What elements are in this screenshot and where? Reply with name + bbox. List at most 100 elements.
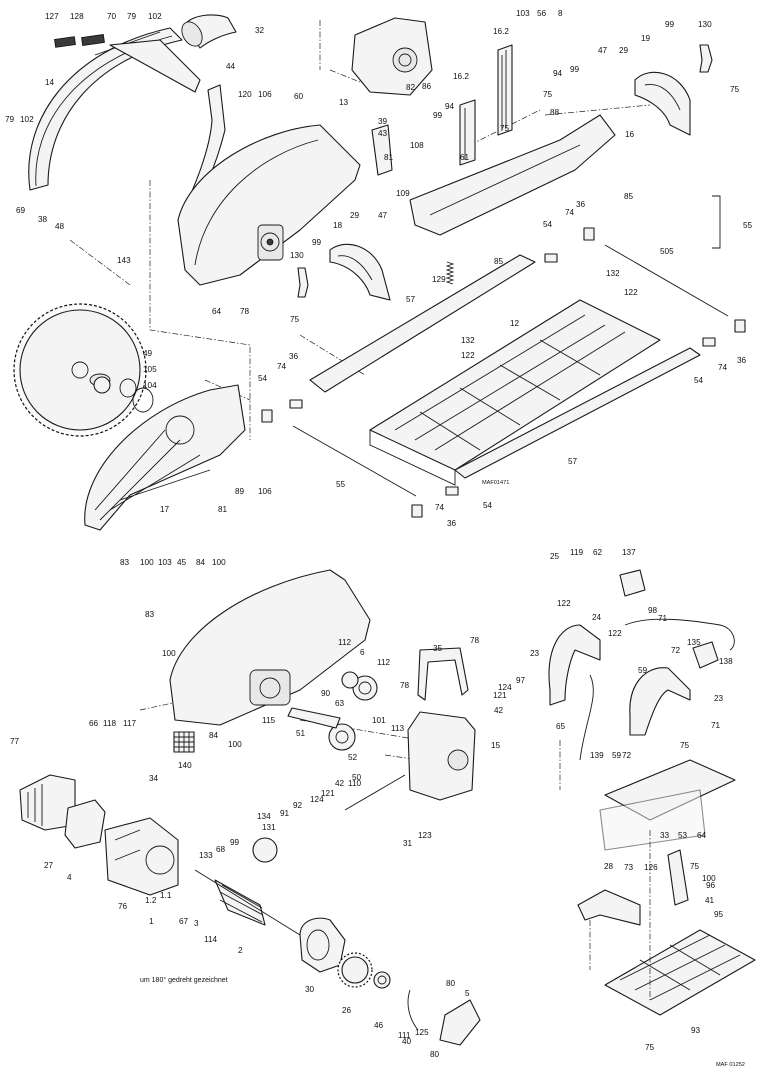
part-number-label: 84 (209, 731, 219, 740)
part-number-label: 74 (435, 503, 445, 512)
part-number-label: 99 (570, 65, 580, 74)
part-number-label: 100 (702, 874, 716, 883)
part-number-label: 125 (415, 1028, 429, 1037)
drawing-ref-upper: MAF01471 (482, 480, 509, 486)
shaft-51 (287, 707, 341, 729)
bracket-36 (583, 227, 595, 241)
part-number-label: 78 (470, 636, 480, 645)
cable-65 (579, 674, 594, 761)
part-number-label: 103 (158, 558, 172, 567)
part-number-label: 134 (257, 812, 271, 821)
part-number-label: 34 (149, 774, 159, 783)
spring-129 (445, 261, 455, 285)
part-number-label: 60 (294, 92, 304, 101)
part-number-label: 55 (743, 221, 753, 230)
part-number-label: 75 (543, 90, 553, 99)
part-number-label: 80 (430, 1050, 440, 1059)
clip-40 (407, 989, 419, 1031)
part-number-label: 90 (321, 689, 331, 698)
sleeve-54 (445, 486, 459, 496)
part-number-label: 105 (143, 365, 157, 374)
part-number-label: 29 (350, 211, 360, 220)
part-number-label: 75 (730, 85, 740, 94)
part-number-label: 23 (714, 694, 724, 703)
part-number-label: 99 (665, 20, 675, 29)
part-number-label: 64 (697, 831, 707, 840)
part-number-label: 54 (258, 374, 268, 383)
part-number-label: 86 (422, 82, 432, 91)
part-number-label: 48 (55, 222, 65, 231)
upper-guard-14 (28, 27, 201, 191)
cable-135 (624, 618, 735, 651)
gear-112 (341, 671, 359, 689)
part-number-label: 505 (660, 247, 674, 256)
part-number-label: 92 (293, 801, 303, 810)
handle-28 (577, 889, 641, 926)
part-number-label: 4 (67, 873, 72, 882)
part-number-label: 89 (235, 487, 245, 496)
part-number-label: 76 (118, 902, 128, 911)
part-number-label: 72 (671, 646, 681, 655)
saw-blade-143 (13, 303, 147, 437)
motor-housing-15 (407, 711, 476, 801)
part-number-label: 111 (398, 1031, 411, 1040)
part-number-label: 1 (149, 917, 154, 926)
part-number-label: 137 (622, 548, 636, 557)
part-number-label: 8 (558, 9, 563, 18)
part-number-label: 79 (127, 12, 137, 21)
bearing-46 (373, 971, 391, 989)
part-number-label: 46 (374, 1021, 384, 1030)
part-number-label: 121 (493, 691, 507, 700)
part-number-label: 65 (556, 722, 566, 731)
part-number-label: 93 (691, 1026, 701, 1035)
part-number-label: 59 (612, 751, 622, 760)
shaft-50 (344, 774, 406, 811)
part-number-label: 41 (705, 896, 715, 905)
part-number-label: 36 (576, 200, 586, 209)
part-number-label: 130 (698, 20, 712, 29)
part-number-label: 74 (277, 362, 287, 371)
part-number-label: 36 (447, 519, 457, 528)
part-number-label: 99 (230, 838, 240, 847)
part-number-label: 26 (342, 1006, 352, 1015)
part-number-label: 83 (145, 610, 155, 619)
flange-49 (93, 376, 111, 394)
part-number-label: 45 (177, 558, 187, 567)
part-number-label: 40 (402, 1037, 412, 1046)
knob-130 (699, 44, 713, 73)
part-number-label: 143 (117, 256, 131, 265)
lower-guard-17 (84, 384, 246, 531)
handle-39 (371, 124, 393, 176)
part-number-label: 30 (305, 985, 315, 994)
part-number-label: 59 (638, 666, 648, 675)
part-number-label: 63 (335, 699, 345, 708)
part-number-label: 18 (333, 221, 343, 230)
part-number-label: 1.2 (145, 896, 157, 905)
part-number-label: 115 (262, 716, 275, 725)
part-number-label: 124 (310, 795, 324, 804)
bracket-36 (411, 504, 423, 518)
label-plates (54, 34, 105, 48)
right-side-assemblies (548, 569, 756, 1016)
part-number-label: 44 (226, 62, 236, 71)
part-number-label: 23 (530, 649, 540, 658)
part-number-label: 42 (494, 706, 504, 715)
part-number-label: 42 (335, 779, 345, 788)
part-number-label: 5 (465, 989, 470, 998)
knob-131 (252, 837, 278, 863)
part-number-label: 130 (290, 251, 304, 260)
base-table (604, 929, 756, 1016)
part-number-label: 122 (557, 599, 571, 608)
rail-57-upper (309, 254, 536, 393)
part-number-label: 38 (38, 215, 48, 224)
part-number-label: 56 (537, 9, 547, 18)
part-number-label: 100 (162, 649, 176, 658)
part-number-label: 24 (592, 613, 602, 622)
part-number-label: 75 (500, 124, 510, 133)
part-number-label: 101 (372, 716, 386, 725)
part-number-label: 99 (312, 238, 322, 247)
part-number-label: 73 (624, 863, 634, 872)
part-number-label: 106 (258, 487, 272, 496)
part-number-label: 91 (280, 809, 290, 818)
